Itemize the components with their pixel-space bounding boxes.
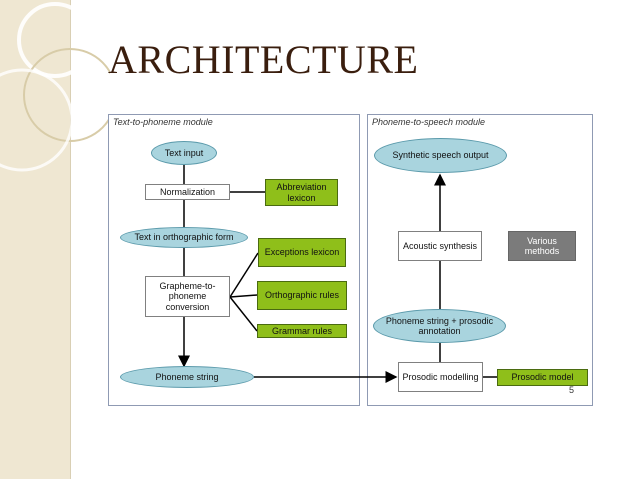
phoneme-string-node: Phoneme string <box>120 366 254 388</box>
exceptions-lexicon-node: Exceptions lexicon <box>258 238 346 267</box>
grammar-rules-node: Grammar rules <box>257 324 347 338</box>
orthographic-rules-node: Orthographic rules <box>257 281 347 310</box>
phoneme-to-speech-module-title: Phoneme-to-speech module <box>372 117 486 127</box>
abbreviation-lexicon-node: Abbreviation lexicon <box>265 179 338 206</box>
prosodic-model-node: Prosodic model <box>497 369 588 386</box>
g2p-conversion-node: Grapheme-to-phoneme conversion <box>145 276 230 317</box>
prosodic-modelling-node: Prosodic modelling <box>398 362 483 392</box>
page-number: 5 <box>569 385 575 395</box>
orthographic-text-node: Text in orthographic form <box>120 227 248 248</box>
decorative-side-stripe <box>0 0 71 479</box>
synthetic-speech-output-node: Synthetic speech output <box>374 138 507 173</box>
acoustic-synthesis-node: Acoustic synthesis <box>398 231 482 261</box>
text-input-node: Text input <box>151 141 217 165</box>
various-methods-node: Various methods <box>508 231 576 261</box>
decorative-circles <box>0 2 110 172</box>
slide-title: ARCHITECTURE <box>108 37 419 82</box>
text-to-phoneme-module-title: Text-to-phoneme module <box>113 117 213 127</box>
normalization-node: Normalization <box>145 184 230 200</box>
phoneme-prosodic-annotation-node: Phoneme string + prosodic annotation <box>373 309 506 343</box>
